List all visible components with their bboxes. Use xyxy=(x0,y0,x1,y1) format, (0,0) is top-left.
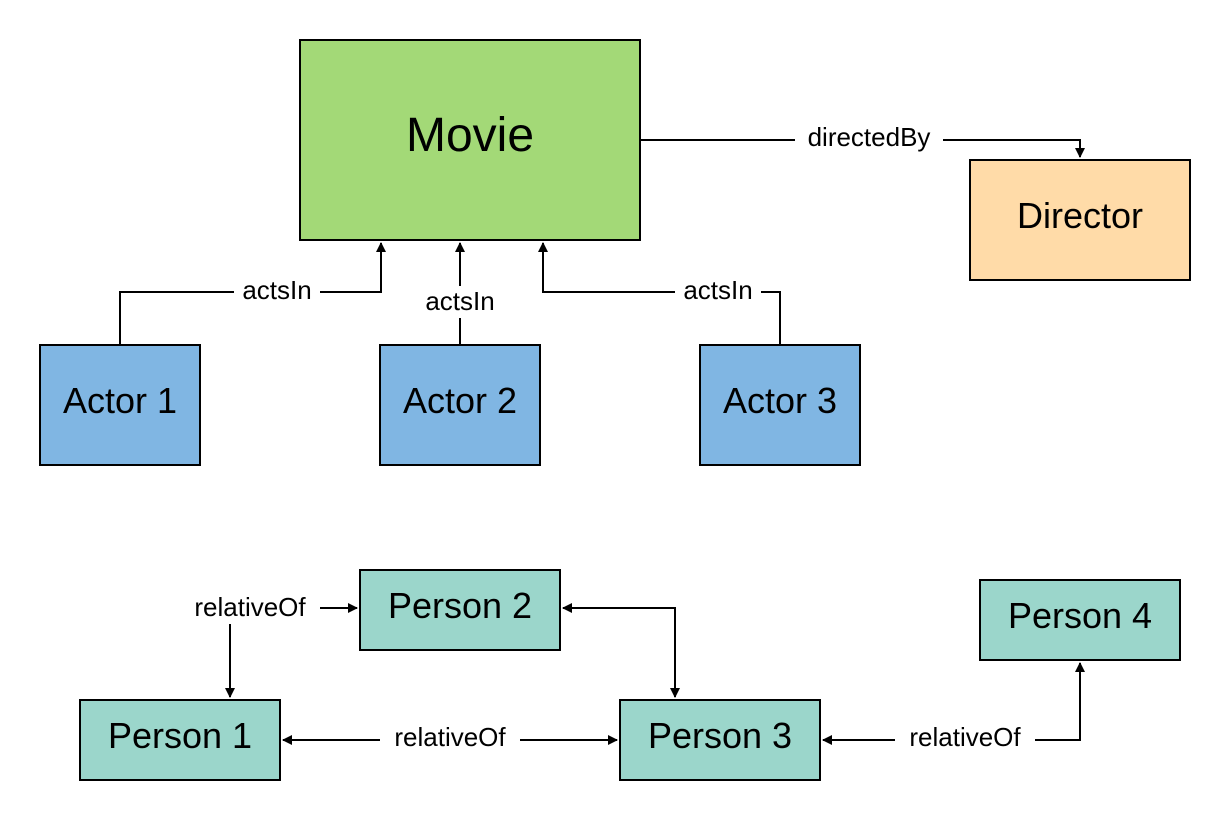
label-acts-in-1-text: actsIn xyxy=(242,275,311,305)
edge-directed-by xyxy=(640,139,1085,158)
label-relative-p1-p2-text: relativeOf xyxy=(194,592,306,622)
label-acts-in-3: actsIn xyxy=(675,275,761,308)
label-relative-p3-p4-text: relativeOf xyxy=(909,722,1021,752)
node-actor-2-label: Actor 2 xyxy=(403,380,517,421)
node-person-4: Person 4 xyxy=(979,579,1181,661)
label-acts-in-2-text: actsIn xyxy=(425,286,494,316)
node-actor-1: Actor 1 xyxy=(39,344,201,466)
node-person-2: Person 2 xyxy=(359,569,561,651)
node-person-4-label: Person 4 xyxy=(1008,595,1152,636)
label-acts-in-3-text: actsIn xyxy=(683,275,752,305)
node-person-1: Person 1 xyxy=(79,699,281,781)
node-person-3: Person 3 xyxy=(619,699,821,781)
node-person-2-label: Person 2 xyxy=(388,585,532,626)
node-director: Director xyxy=(969,159,1191,281)
edge-relative-p2-p3 xyxy=(562,603,680,698)
node-person-3-label: Person 3 xyxy=(648,715,792,756)
label-acts-in-2: actsIn xyxy=(417,286,503,318)
node-movie-label: Movie xyxy=(406,109,534,162)
edge-acts-in-3 xyxy=(538,242,781,345)
label-relative-p1-p3: relativeOf xyxy=(380,722,520,754)
label-relative-p3-p4: relativeOf xyxy=(895,722,1035,754)
node-actor-3-label: Actor 3 xyxy=(723,380,837,421)
node-movie: Movie xyxy=(299,39,641,241)
label-relative-p1-p2: relativeOf xyxy=(180,592,320,624)
node-actor-2: Actor 2 xyxy=(379,344,541,466)
node-actor-1-label: Actor 1 xyxy=(63,380,177,421)
label-relative-p1-p3-text: relativeOf xyxy=(394,722,506,752)
label-acts-in-1: actsIn xyxy=(234,275,320,308)
label-directed-by-text: directedBy xyxy=(808,122,931,152)
node-director-label: Director xyxy=(1017,195,1143,236)
node-person-1-label: Person 1 xyxy=(108,715,252,756)
label-directed-by: directedBy xyxy=(795,122,943,154)
node-actor-3: Actor 3 xyxy=(699,344,861,466)
